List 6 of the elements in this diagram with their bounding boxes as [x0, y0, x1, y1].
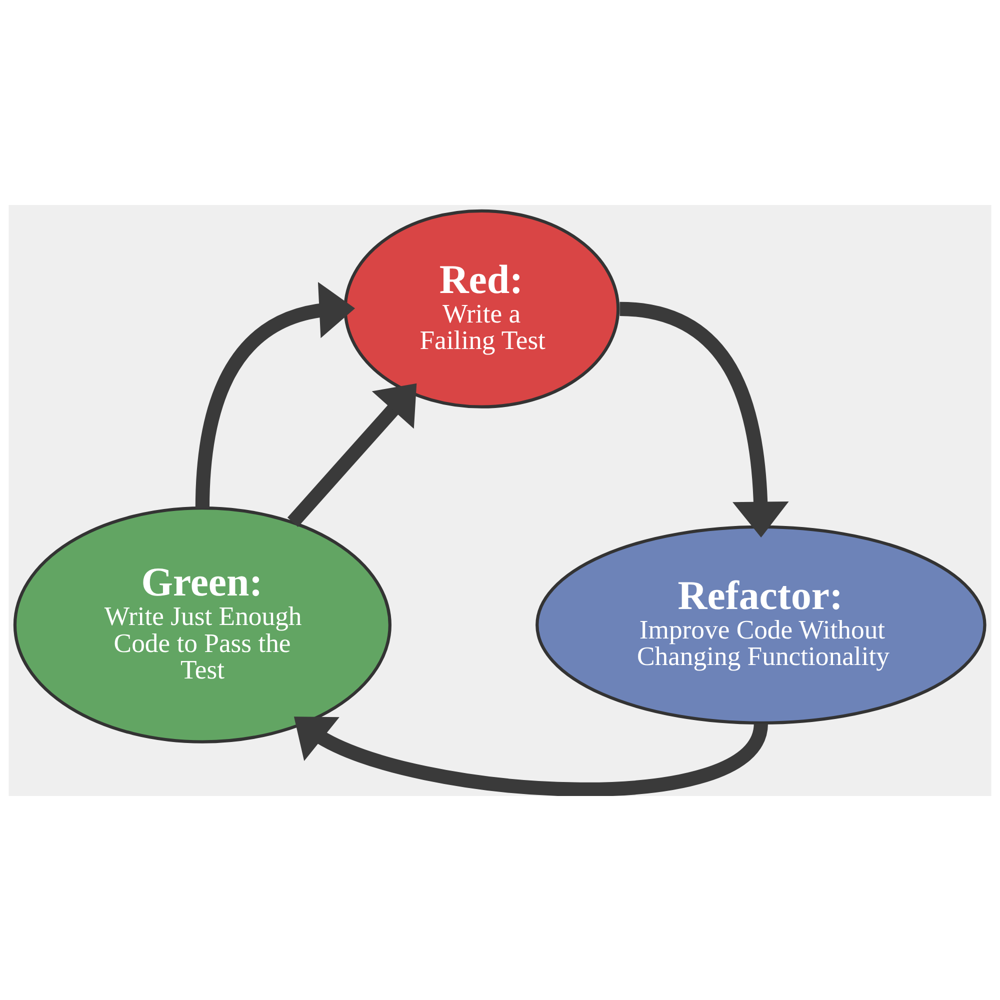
node-ellipse: Green: Write Just Enough Code to Pass the Test: [13, 506, 392, 743]
arrow: [195, 281, 356, 508]
arrow: [287, 382, 417, 526]
arrow: [619, 301, 789, 538]
node-ellipse: Red: Write a Failing Test: [344, 208, 620, 408]
node-ellipse: Refactor: Improve Code Without Changing Functionality: [536, 524, 986, 724]
